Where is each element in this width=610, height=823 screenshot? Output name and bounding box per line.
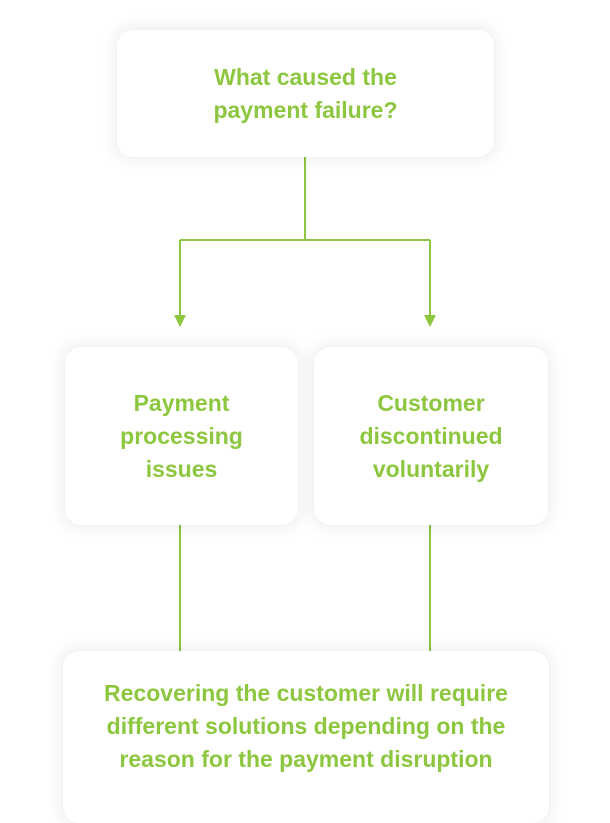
arrow-down-icon xyxy=(424,315,436,327)
arrow-down-icon xyxy=(174,315,186,327)
outcome-text: Recovering the customer will require dif… xyxy=(104,679,508,772)
cause-processing-text: Payment processing issues xyxy=(120,389,243,482)
cause-processing-box: Payment processing issues xyxy=(65,347,298,525)
question-text: What caused the payment failure? xyxy=(213,63,398,123)
question-box: What caused the payment failure? xyxy=(117,30,494,157)
outcome-box: Recovering the customer will require dif… xyxy=(63,651,549,823)
cause-voluntary-box: Customer discontinued voluntarily xyxy=(314,347,548,525)
cause-voluntary-text: Customer discontinued voluntarily xyxy=(359,389,503,482)
